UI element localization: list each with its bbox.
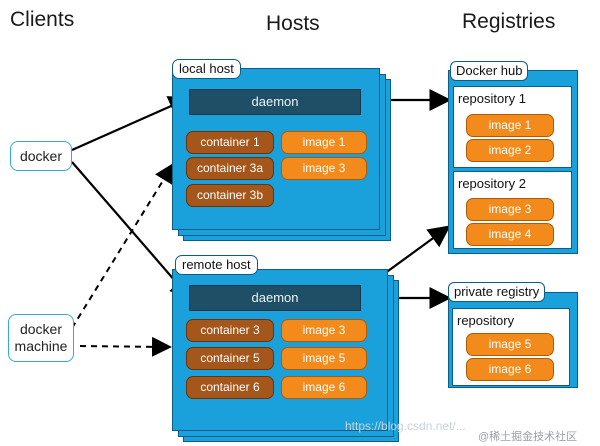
docker-client-label: docker [19,147,63,164]
local-image-3[interactable]: image 3 [281,157,367,180]
local-host-label: local host [172,59,241,79]
clients-title: Clients [10,8,75,31]
remote-image-5[interactable]: image 5 [281,347,367,370]
private-repository-title: repository [457,313,515,328]
hub-repo1-image-2[interactable]: image 2 [466,139,554,162]
private-image-6[interactable]: image 6 [466,358,554,381]
remote-container-6[interactable]: container 6 [186,376,274,399]
arrow-docker-to-local-daemon [71,96,192,152]
hub-repo2-image-3[interactable]: image 3 [466,198,554,221]
docker-hub-label: Docker hub [450,61,529,81]
hub-repo2-image-4[interactable]: image 4 [466,223,554,246]
local-container-3b[interactable]: container 3b [186,184,274,207]
hub-repository-2-title: repository 2 [458,176,526,191]
remote-image-6[interactable]: image 6 [281,376,367,399]
hosts-title: Hosts [266,12,320,35]
local-container-1[interactable]: container 1 [186,131,274,154]
arrow-docker-to-remote-daemon [71,161,192,301]
remote-container-5[interactable]: container 5 [186,347,274,370]
remote-image-3[interactable]: image 3 [281,319,367,342]
arrow-machine-to-local-host [71,162,175,329]
local-daemon[interactable]: daemon [189,89,361,115]
hub-repo1-image-1[interactable]: image 1 [466,114,554,137]
hub-repository-1-title: repository 1 [458,91,526,106]
registries-title: Registries [462,10,556,33]
remote-container-3[interactable]: container 3 [186,319,274,342]
hub-repository-2[interactable]: repository 2 image 3 image 4 [453,171,572,249]
local-container-3a[interactable]: container 3a [186,157,274,180]
docker-client[interactable]: docker [10,141,72,171]
private-repository[interactable]: repository image 5 image 6 [452,308,570,386]
local-image-1[interactable]: image 1 [281,131,367,154]
blog-url-watermark: https://blog.csdn.net/... [345,419,466,433]
private-registry-label: private registry [448,282,546,302]
docker-machine-label: docker machine [14,321,68,354]
docker-machine-client[interactable]: docker machine [8,314,74,362]
arrow-machine-to-remote-host [79,336,172,357]
remote-daemon[interactable]: daemon [189,285,361,311]
community-watermark: @稀土掘金技术社区 [478,431,578,443]
private-image-5[interactable]: image 5 [466,333,554,356]
remote-host-label: remote host [175,255,258,275]
hub-repository-1[interactable]: repository 1 image 1 image 2 [453,86,572,168]
